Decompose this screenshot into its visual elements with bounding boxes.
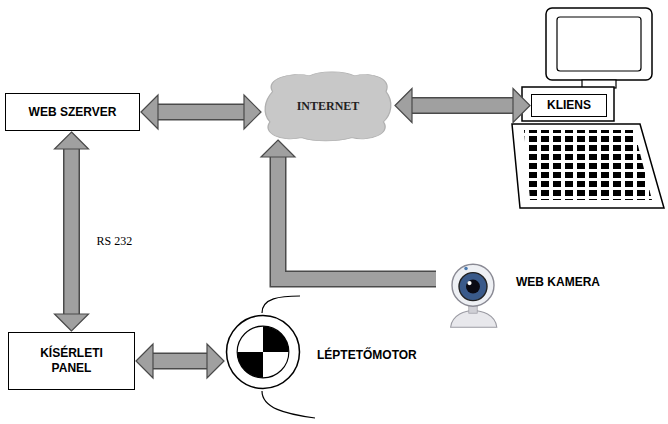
arrow-head — [244, 95, 261, 129]
arrow-head — [513, 89, 530, 123]
arrow-head — [141, 95, 158, 129]
double-arrow — [55, 132, 89, 331]
edge-label: RS 232 — [95, 234, 135, 249]
arrow-outline — [63, 147, 80, 316]
cloud-outline — [265, 72, 391, 141]
computer-illustration — [512, 8, 664, 208]
double-arrow — [141, 95, 261, 129]
arrow-shaft — [410, 99, 515, 113]
arrow-shaft — [65, 147, 79, 316]
webcam-shape — [438, 255, 508, 335]
node-label: WEB KAMERA — [516, 275, 600, 290]
arrow-shaft — [151, 354, 209, 368]
node-label: WEB SZERVER — [29, 105, 117, 120]
arrow-shaft — [278, 155, 436, 279]
client-box: KLIENS — [531, 94, 607, 117]
arrow-shaft — [156, 105, 246, 119]
node-label: LÉPTETŐMOTOR — [317, 348, 417, 363]
node-label: KÍSÉRLETI PANEL — [27, 346, 117, 376]
arrow-outline — [151, 353, 209, 370]
panel-box: KÍSÉRLETI PANEL — [8, 332, 135, 390]
node-label: INTERNET — [297, 99, 360, 114]
double-arrow — [395, 89, 530, 123]
arrow-head — [395, 89, 412, 123]
arrow-head — [261, 140, 295, 157]
arrow-head — [136, 344, 153, 378]
node-label: KLIENS — [547, 98, 591, 113]
double-arrow — [136, 344, 224, 378]
arrow-outline — [410, 97, 515, 114]
double-arrow — [261, 140, 436, 279]
motor-shape — [225, 314, 301, 390]
internet-cloud: INTERNET — [262, 70, 394, 142]
stepper-motor: LÉPTETŐMOTOR — [225, 314, 301, 390]
arrow-head — [55, 132, 89, 149]
arrow-outline — [278, 155, 436, 279]
arrow-outline — [156, 104, 246, 121]
arrow-head — [207, 344, 224, 378]
arrow-head — [55, 314, 89, 331]
server-box: WEB SZERVER — [5, 93, 140, 131]
webcam-icon: WEB KAMERA — [438, 255, 508, 335]
